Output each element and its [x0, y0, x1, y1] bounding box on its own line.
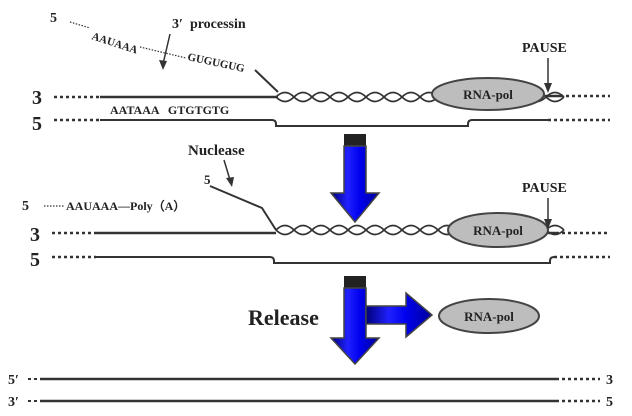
step-arrow-2 — [329, 276, 381, 366]
bottom-left-label: 3′ — [8, 395, 19, 410]
dna-sequence: AATAAA GTGTGTG — [110, 103, 229, 117]
strand-3-label: 3 — [32, 87, 42, 109]
cleaved-rna: 5 AAUAAA—Poly（A） — [22, 198, 185, 214]
release-label: Release — [248, 305, 319, 330]
rna-5-label: 5 — [50, 11, 57, 26]
rna-polymerase: RNA-pol — [447, 212, 549, 248]
pause-arrow — [544, 198, 552, 229]
pause-label: PAUSE — [522, 41, 567, 56]
nuclease-label: Nuclease — [188, 143, 245, 159]
rna-polymerase: RNA-pol — [431, 77, 545, 111]
top-right-label: 3 — [606, 373, 613, 388]
pause-arrow — [544, 58, 552, 93]
processing-site-arrow — [159, 33, 171, 70]
top-left-label: 5′ — [8, 373, 19, 388]
strand-3-label: 3 — [30, 224, 40, 246]
release-arrow — [365, 291, 434, 339]
strand-5-label: 5 — [30, 249, 40, 271]
top-strand — [54, 94, 610, 99]
rna-5-label: 5 — [22, 199, 29, 214]
pause-label: PAUSE — [522, 181, 567, 196]
stage-3: Release RNA-pol 5′ 3 3′ 5 — [8, 298, 613, 410]
polymerase-label: RNA-pol — [463, 87, 513, 102]
processing-site-label: 3′ processin — [172, 17, 246, 32]
rna-seq-gugugug: GUGUGUG — [186, 51, 246, 75]
released-rna-strand — [209, 185, 277, 231]
rna-seq-aauaaa: AAUAAA — [90, 30, 139, 56]
bottom-strand — [52, 255, 610, 264]
stage-2: 3 5 5 AAUAAA—Poly（A） Nuclease 5 — [22, 143, 610, 271]
step-arrow-1 — [329, 134, 381, 224]
cut-end-label: 5 — [204, 172, 211, 187]
stage-1: 3 5 AATAAA GTGTGTG 5 AAUAAA GUGUGUG 3′ p… — [32, 11, 610, 135]
polymerase-label: RNA-pol — [464, 309, 514, 324]
nuclease-arrow — [223, 159, 234, 187]
rna-seq-polya: AAUAAA—Poly（A） — [66, 198, 185, 213]
bottom-right-label: 5 — [606, 395, 613, 410]
bottom-strand — [54, 118, 610, 127]
polymerase-label: RNA-pol — [473, 223, 523, 238]
strand-5-label: 5 — [32, 113, 42, 135]
released-polymerase: RNA-pol — [438, 298, 540, 334]
